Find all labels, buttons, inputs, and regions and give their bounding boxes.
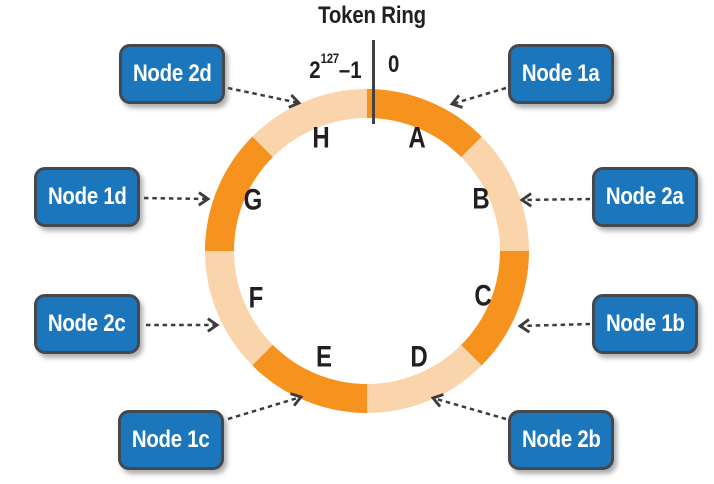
ring-hole bbox=[234, 118, 500, 384]
segment-label-d: D bbox=[410, 340, 428, 374]
arrow-node2a-to-b bbox=[519, 192, 591, 208]
node-2d-box: Node 2d bbox=[119, 44, 225, 104]
node-2a-box: Node 2a bbox=[592, 167, 698, 227]
ring-max-label: 2127–1 bbox=[300, 51, 362, 85]
segment-label-h: H bbox=[312, 121, 330, 155]
arrow-node1b-to-c bbox=[517, 318, 591, 334]
node-2c-box: Node 2c bbox=[34, 294, 140, 354]
ring-max-base: 2 bbox=[309, 57, 322, 84]
node-2a-label: Node 2a bbox=[606, 183, 684, 210]
node-1d-label: Node 1d bbox=[47, 183, 127, 210]
node-2c-label: Node 2c bbox=[48, 310, 126, 337]
diagram-title-text: Token Ring bbox=[318, 2, 426, 29]
node-1c-label: Node 1c bbox=[132, 426, 210, 453]
diagram-title: Token Ring bbox=[309, 2, 436, 30]
ring-origin-tick bbox=[372, 40, 375, 124]
node-1a-label: Node 1a bbox=[522, 60, 600, 87]
arrow-node1a-to-a bbox=[449, 86, 507, 109]
node-1b-box: Node 1b bbox=[592, 294, 698, 354]
arrow-node1c-to-e bbox=[227, 392, 304, 421]
arrow-node2d-to-h bbox=[227, 86, 302, 109]
segment-label-c: C bbox=[474, 279, 492, 313]
segment-label-a: A bbox=[408, 121, 426, 155]
segment-label-b: B bbox=[472, 182, 490, 216]
segment-label-g: G bbox=[243, 183, 263, 217]
node-1b-label: Node 1b bbox=[605, 310, 685, 337]
node-2b-box: Node 2b bbox=[508, 410, 614, 470]
ring-origin-label: 0 bbox=[388, 51, 400, 78]
node-1d-box: Node 1d bbox=[34, 167, 140, 227]
arrow-node1d-to-g bbox=[143, 191, 211, 207]
node-2d-label: Node 2d bbox=[132, 60, 212, 87]
node-2b-label: Node 2b bbox=[521, 426, 601, 453]
arrow-node2b-to-d bbox=[430, 393, 507, 421]
segment-label-f: F bbox=[248, 281, 264, 315]
ring-max-suffix: –1 bbox=[339, 57, 362, 84]
node-1c-box: Node 1c bbox=[118, 410, 224, 470]
ring-max-exponent: 127 bbox=[321, 50, 340, 66]
node-1a-box: Node 1a bbox=[508, 44, 614, 104]
token-ring-circle bbox=[205, 89, 529, 413]
segment-label-e: E bbox=[315, 340, 333, 374]
